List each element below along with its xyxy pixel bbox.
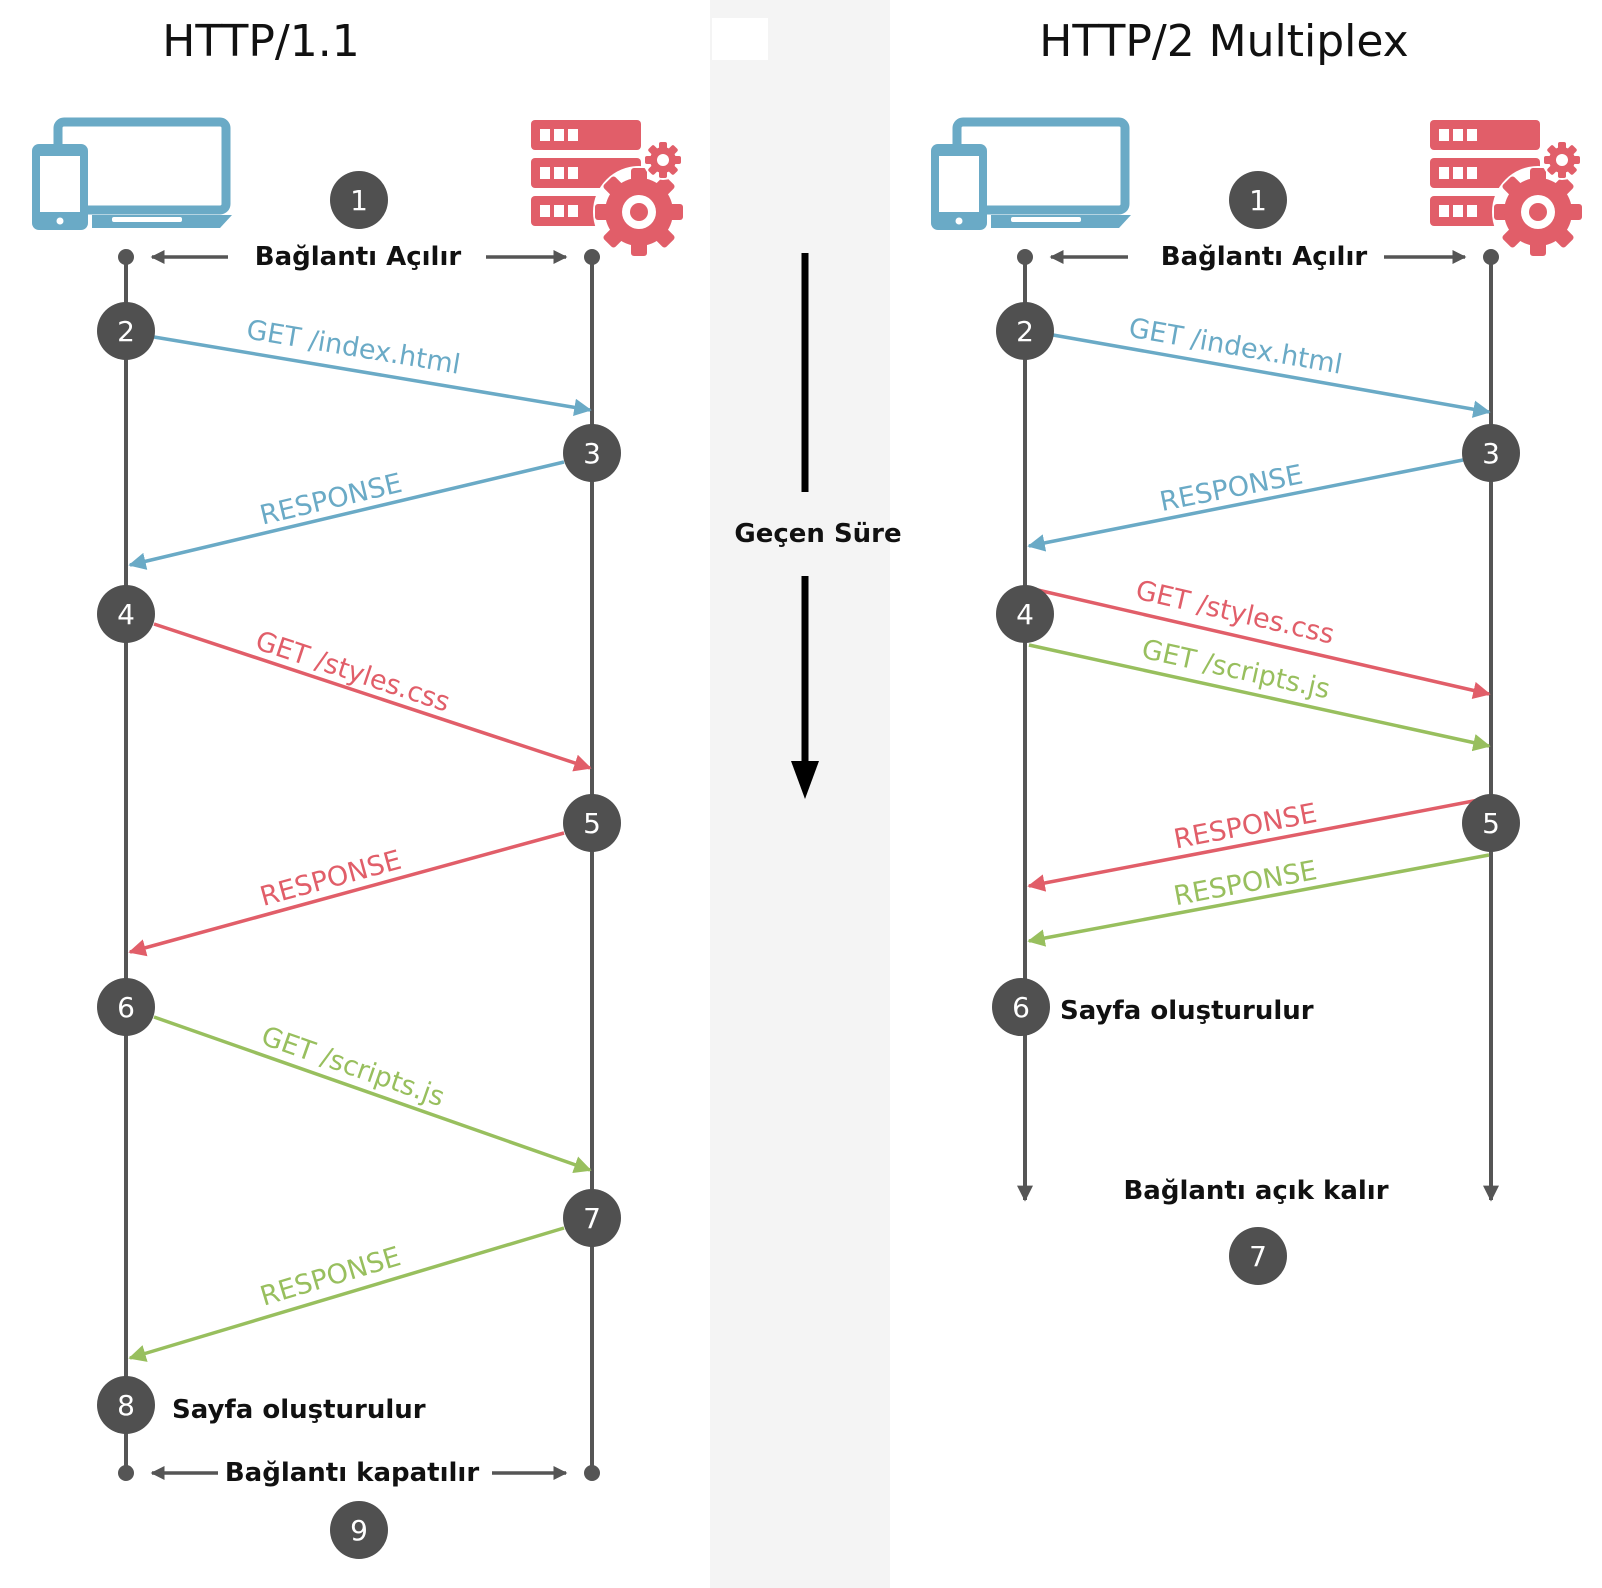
server-gear-icon — [1430, 120, 1584, 258]
right-msg-label-2: RESPONSE — [1157, 459, 1305, 518]
right-msg-label-1: GET /index.html — [1126, 313, 1344, 381]
time-label: Geçen Süre — [734, 519, 901, 549]
svg-text:8: 8 — [117, 1389, 135, 1422]
right-step-7: 7 — [1229, 1227, 1287, 1285]
left-msg-label-5: GET /scripts.js — [257, 1021, 448, 1114]
left-step-4: 4 — [97, 585, 155, 643]
right-msg-arrow-3 — [1028, 586, 1491, 699]
right-page-label: Sayfa oluşturulur — [1060, 996, 1314, 1026]
left-msg-arrow-2 — [128, 460, 565, 570]
right-server-start-dot — [1483, 249, 1499, 265]
right-client-start-dot — [1017, 249, 1033, 265]
left-msg-arrow-6 — [128, 1226, 565, 1362]
left-step-6: 6 — [97, 978, 155, 1036]
svg-text:7: 7 — [1249, 1240, 1267, 1273]
devices-icon — [32, 122, 232, 230]
right-msg-arrow-2 — [1027, 458, 1464, 552]
left-msg-arrow-1 — [153, 335, 592, 417]
left-client-start-dot — [118, 249, 134, 265]
right-msg-label-6: RESPONSE — [1171, 855, 1319, 912]
left-server-end-dot — [584, 1465, 600, 1481]
right-msg-arrow-5 — [1027, 796, 1490, 892]
svg-text:6: 6 — [117, 991, 135, 1024]
right-step-4: 4 — [996, 585, 1054, 643]
right-step-3: 3 — [1462, 424, 1520, 482]
left-step-5: 5 — [563, 794, 621, 852]
left-step-9: 9 — [330, 1501, 388, 1559]
left-msg-label-6: RESPONSE — [257, 1241, 405, 1312]
left-step-1: 1 — [330, 171, 388, 229]
left-step-3: 3 — [563, 424, 621, 482]
svg-text:9: 9 — [350, 1514, 368, 1547]
right-step-1: 1 — [1229, 171, 1287, 229]
right-msg-arrow-1 — [1052, 333, 1491, 418]
svg-text:3: 3 — [1482, 437, 1500, 470]
svg-text:7: 7 — [583, 1202, 601, 1235]
time-arrow-head — [791, 761, 819, 799]
svg-text:6: 6 — [1012, 991, 1030, 1024]
right-open-label: Bağlantı Açılır — [1161, 242, 1368, 272]
left-step-8: 8 — [97, 1376, 155, 1434]
left-msg-arrow-4 — [128, 831, 565, 957]
left-msg-label-2: RESPONSE — [257, 468, 405, 532]
server-gear-icon — [531, 120, 685, 258]
svg-text:2: 2 — [1016, 315, 1034, 348]
right-msg-label-4: GET /scripts.js — [1139, 634, 1333, 705]
svg-text:4: 4 — [117, 598, 135, 631]
right-title: HTTP/2 Multiplex — [1039, 16, 1408, 67]
devices-icon — [931, 122, 1131, 230]
right-step-5: 5 — [1462, 794, 1520, 852]
left-msg-arrow-3 — [153, 622, 592, 772]
left-step-2: 2 — [97, 302, 155, 360]
left-step-7: 7 — [563, 1189, 621, 1247]
right-step-2: 2 — [996, 302, 1054, 360]
left-msg-label-4: RESPONSE — [257, 845, 405, 913]
right-msg-arrow-6 — [1027, 853, 1490, 947]
left-msg-label-3: GET /styles.css — [252, 625, 454, 718]
left-page-label: Sayfa oluşturulur — [172, 1395, 426, 1425]
svg-text:1: 1 — [1249, 184, 1267, 217]
svg-text:4: 4 — [1016, 598, 1034, 631]
svg-text:3: 3 — [583, 437, 601, 470]
right-msg-arrow-4 — [1028, 643, 1491, 752]
left-server-start-dot — [584, 249, 600, 265]
left-title: HTTP/1.1 — [162, 16, 359, 67]
right-keep-label: Bağlantı açık kalır — [1123, 1176, 1388, 1206]
right-msg-label-5: RESPONSE — [1171, 798, 1319, 856]
svg-text:5: 5 — [583, 807, 601, 840]
svg-text:5: 5 — [1482, 807, 1500, 840]
left-msg-arrow-5 — [153, 1015, 592, 1174]
timeline-band — [710, 0, 890, 1588]
band-white-patch — [712, 18, 768, 60]
svg-text:1: 1 — [350, 184, 368, 217]
right-step-6: 6 — [992, 978, 1050, 1036]
left-close-label: Bağlantı kapatılır — [225, 1458, 479, 1488]
left-open-label: Bağlantı Açılır — [255, 242, 462, 272]
svg-text:2: 2 — [117, 315, 135, 348]
left-client-end-dot — [118, 1465, 134, 1481]
